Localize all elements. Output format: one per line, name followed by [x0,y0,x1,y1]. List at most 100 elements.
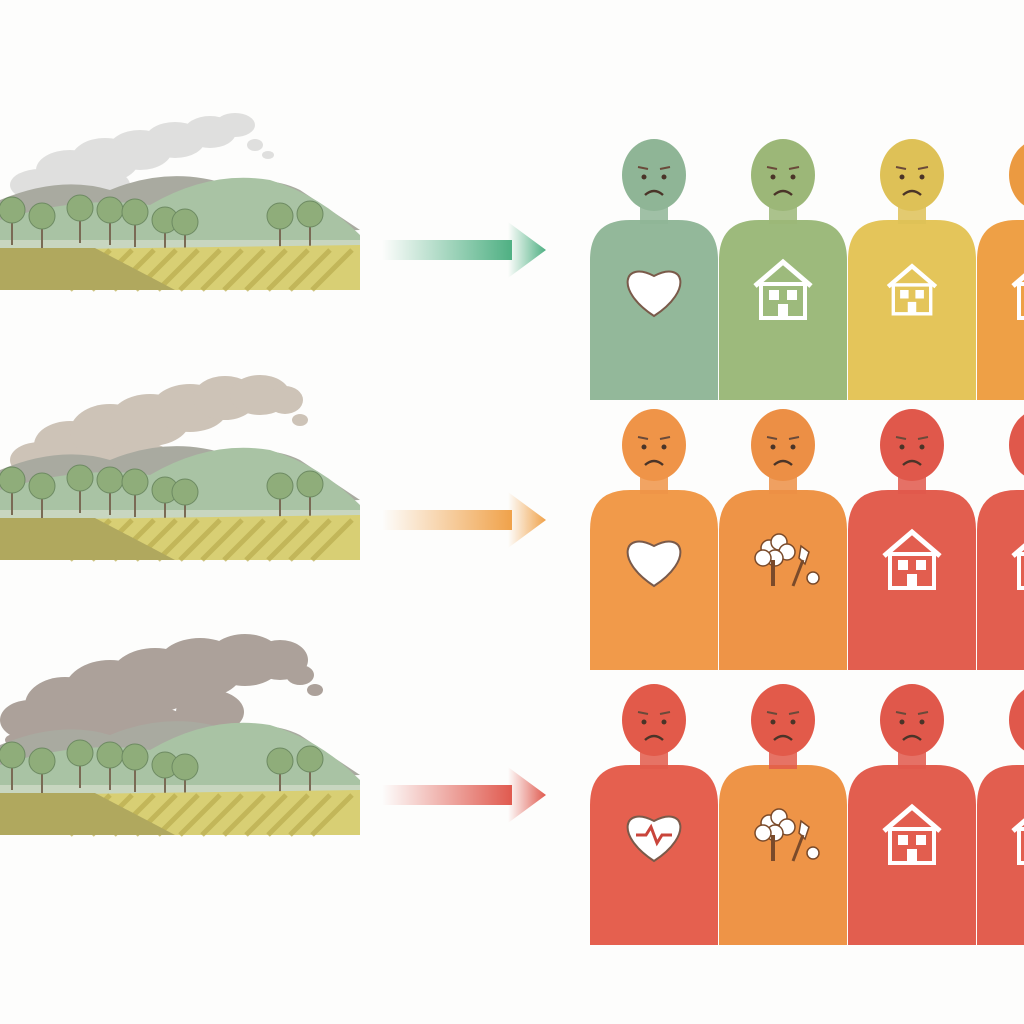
frown [902,189,922,196]
neck [898,206,926,224]
people-group [590,684,1024,945]
people-group [590,409,1024,670]
tree [171,753,199,781]
eye [790,719,796,725]
tree [96,741,124,769]
head [880,684,944,756]
tree [66,194,94,222]
flower-icon [754,808,820,862]
row-low [0,113,1024,400]
mist [0,510,360,520]
person [848,684,976,945]
tree [296,745,324,773]
eye [641,444,647,450]
row-high [0,634,1024,945]
landscape [0,375,360,562]
neck [898,751,926,769]
person [848,139,976,400]
person [977,144,1024,400]
mist [0,785,360,795]
frown [773,189,793,196]
landscape [0,113,360,292]
head [1009,689,1024,751]
eye [661,444,667,450]
person [719,684,847,945]
frown [644,459,664,466]
torso [977,220,1024,400]
person [590,684,718,945]
house-icon [1011,273,1024,320]
frown [644,189,664,196]
eye [790,174,796,180]
person [719,139,847,400]
tree [296,200,324,228]
neck [769,751,797,769]
landscape [0,634,360,837]
torso [977,765,1024,945]
eye [661,719,667,725]
tree [0,741,26,769]
eye [899,444,905,450]
tree [296,470,324,498]
heart-icon [626,270,682,318]
neck [769,476,797,494]
eye [770,174,776,180]
foreground-field [0,518,175,560]
mist [0,240,360,250]
frown [773,459,793,466]
arrow-head-icon [508,222,546,278]
person [977,689,1024,945]
torso [977,490,1024,670]
house-icon [1011,818,1024,865]
person [590,139,718,400]
tree [96,466,124,494]
head [880,139,944,211]
neck [769,206,797,224]
head [751,409,815,481]
tree [96,196,124,224]
house-icon [1011,543,1024,590]
person [977,414,1024,670]
row-medium [0,375,1024,670]
head [622,409,686,481]
tree [66,464,94,492]
eye [919,174,925,180]
eye [919,444,925,450]
eye [641,174,647,180]
frown [902,459,922,466]
tree [28,747,56,775]
neck [640,476,668,494]
head [751,139,815,211]
arrow-head-icon [508,767,546,823]
tree [266,202,294,230]
house-icon [886,263,938,316]
eye [661,174,667,180]
head [880,409,944,481]
tree [171,208,199,236]
eye [899,719,905,725]
head [622,684,686,756]
tree [0,196,26,224]
eye [770,719,776,725]
head [1009,414,1024,476]
tree [171,478,199,506]
frown [773,734,793,741]
torso [719,490,847,670]
head [622,139,686,211]
neck [640,751,668,769]
eye [899,174,905,180]
tree [28,202,56,230]
neck [640,206,668,224]
arrow-shaft [382,785,512,805]
head [1009,144,1024,206]
heart-icon [626,540,682,588]
person [590,409,718,670]
tree [121,743,149,771]
tree [121,198,149,226]
house-icon [882,803,942,865]
frown [644,734,664,741]
flower-icon [754,533,820,587]
frown [902,734,922,741]
person [848,409,976,670]
